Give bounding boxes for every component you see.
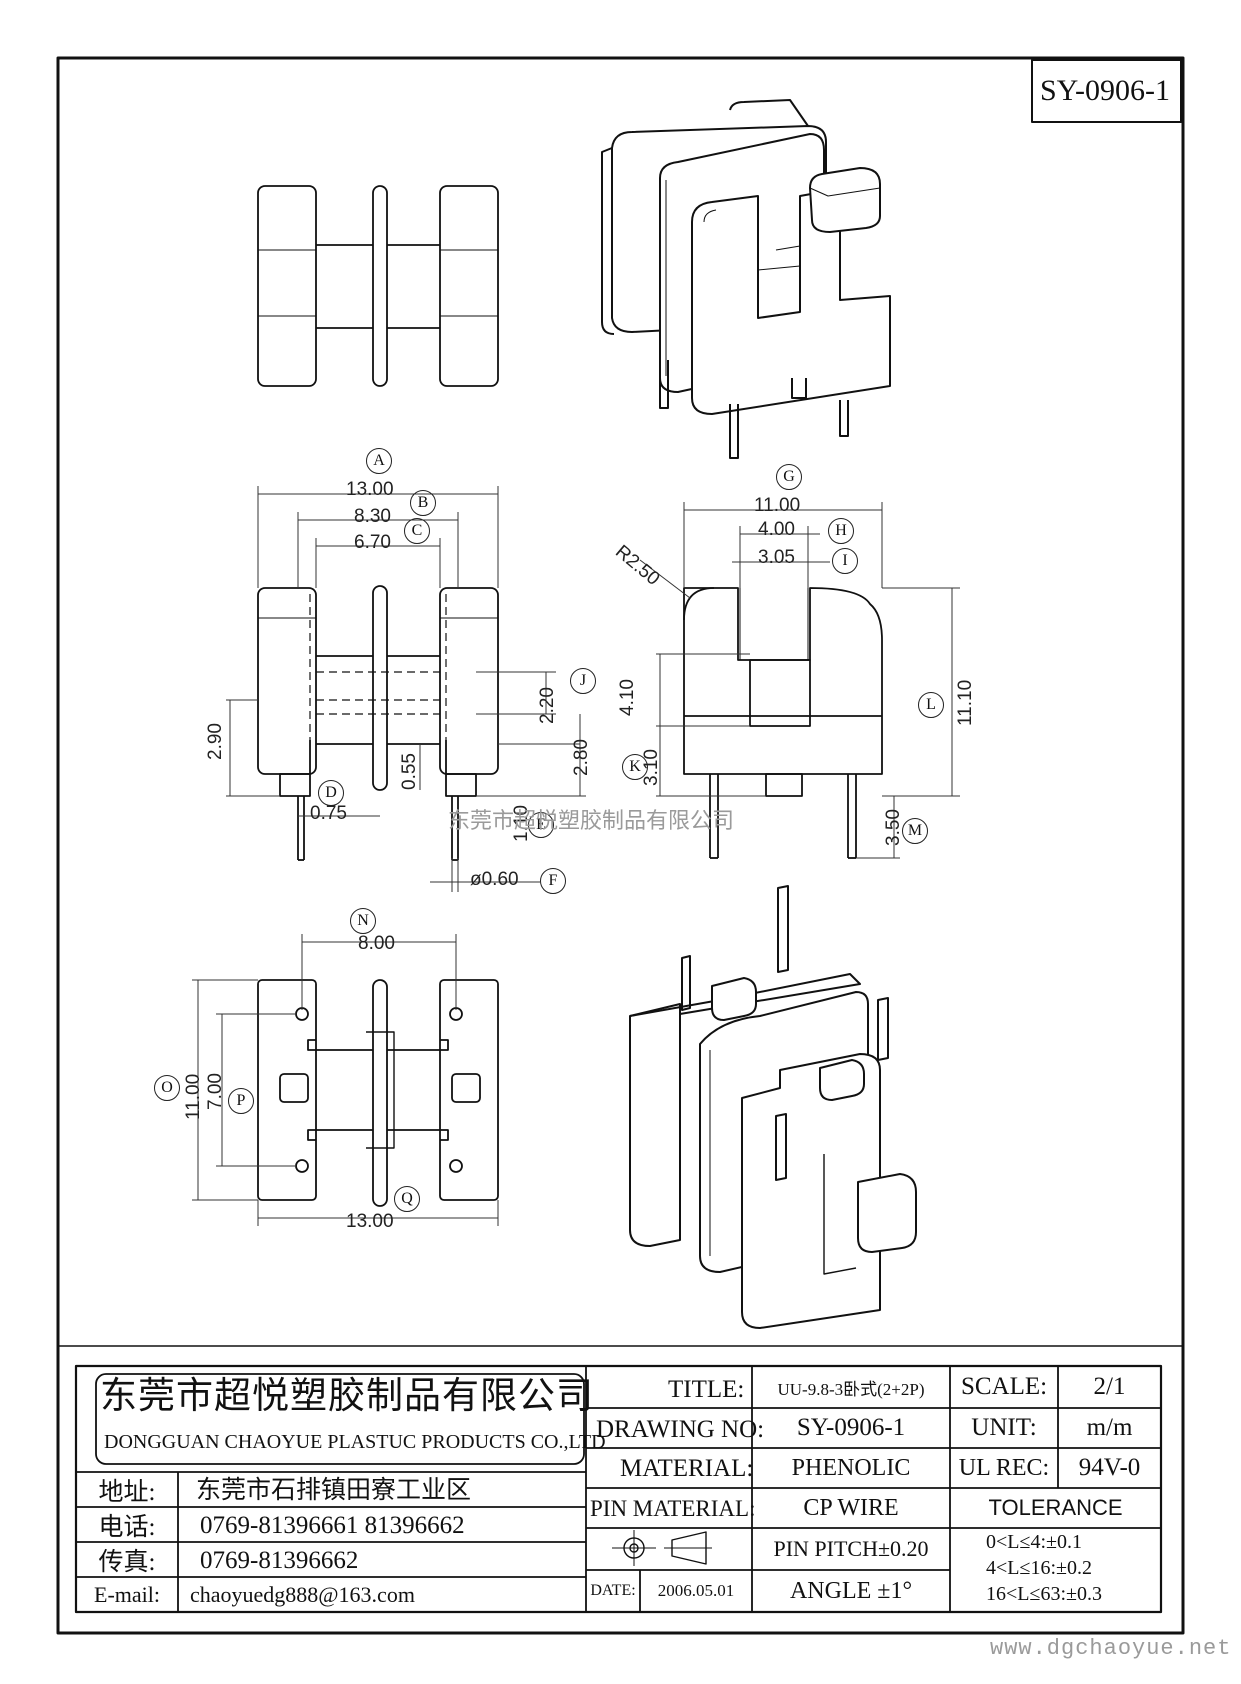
email-value: chaoyuedg888@163.com: [190, 1582, 415, 1607]
title-value: UU-9.8-3卧式(2+2P): [777, 1379, 925, 1399]
dim-value-o: 11.00: [183, 1073, 204, 1120]
email-label: E-mail:: [94, 1581, 160, 1607]
dim-letter-m: M: [902, 818, 928, 844]
ul-rec-value: 94V-0: [1078, 1454, 1141, 1481]
ul-rec-label: UL REC:: [958, 1454, 1050, 1481]
dim-letter-d: D: [318, 780, 344, 806]
phone-value: 0769-81396661 81396662: [200, 1512, 465, 1539]
dim-value-f: ø0.60: [470, 869, 519, 890]
dim-value-d: 0.75: [310, 803, 347, 824]
tolerance-line-1: 0<L≤4:±0.1: [986, 1531, 1083, 1553]
address-label: 地址:: [98, 1478, 156, 1506]
dim-value-a: 13.00: [346, 479, 394, 500]
drawing-no-label: DRAWING NO:: [596, 1416, 765, 1443]
dim-value-290: 2.90: [205, 723, 226, 760]
scale-label: SCALE:: [960, 1373, 1048, 1400]
pin-material-value: CP WIRE: [803, 1494, 899, 1521]
dim-value-p: 7.00: [205, 1073, 226, 1110]
pin-material-label: PIN MATERIAL:: [590, 1496, 756, 1521]
watermark-footer: www.dgchaoyue.net: [990, 1636, 1232, 1661]
dim-letter-b: B: [410, 490, 436, 516]
dim-letter-f: F: [540, 868, 566, 894]
dim-letter-j: J: [570, 668, 596, 694]
title-block: [74, 1364, 1163, 1614]
dim-value-j: 2.20: [537, 687, 558, 724]
iso-view-top: [601, 99, 891, 459]
dim-letter-o: O: [154, 1075, 180, 1101]
bottom-view-dimensioned: [192, 934, 499, 1226]
dim-letter-p: P: [228, 1088, 254, 1114]
tolerance-line-3: 16<L≤63:±0.3: [986, 1583, 1103, 1605]
unit-value: m/m: [1086, 1414, 1133, 1441]
dim-letter-k: K: [622, 754, 648, 780]
unit-label: UNIT:: [971, 1414, 1037, 1441]
dim-letter-a: A: [366, 448, 392, 474]
dim-value-l: 11.10: [955, 679, 976, 726]
dim-value-h: 4.00: [758, 519, 795, 540]
fax-label: 传真:: [98, 1548, 156, 1576]
dim-value-g: 11.00: [754, 495, 801, 516]
dim-letter-n: N: [350, 908, 376, 934]
dim-value-280: 2.80: [571, 739, 592, 776]
fax-value: 0769-81396662: [200, 1547, 359, 1574]
title-label: TITLE:: [668, 1376, 745, 1403]
dim-letter-q: Q: [394, 1186, 420, 1212]
dim-letter-c: C: [404, 518, 430, 544]
material-value: PHENOLIC: [791, 1454, 911, 1481]
dim-letter-g: G: [776, 464, 802, 490]
dim-letter-i: I: [832, 548, 858, 574]
dim-value-q: 13.00: [346, 1211, 394, 1232]
drawing-code: SY-0906-1: [1040, 74, 1171, 107]
outer-frame: [56, 56, 1185, 1635]
date-label: DATE:: [590, 1582, 636, 1599]
dim-value-m: 3.50: [883, 809, 904, 846]
scale-value: 2/1: [1093, 1373, 1126, 1400]
pin-pitch: PIN PITCH±0.20: [773, 1536, 929, 1561]
address-value: 东莞市石排镇田寮工业区: [196, 1477, 472, 1504]
tolerance-line-2: 4<L≤16:±0.2: [986, 1557, 1093, 1579]
side-view-top: [257, 185, 499, 387]
end-view-dimensioned: [639, 502, 960, 859]
material-label: MATERIAL:: [620, 1455, 754, 1482]
dim-value-055: 0.55: [399, 753, 420, 790]
company-name-cn: 东莞市超悦塑胶制品有限公司: [100, 1376, 594, 1417]
drawing-code-box: [1031, 59, 1182, 123]
dim-value-i: 3.05: [758, 547, 795, 568]
dim-value-b: 8.30: [354, 506, 391, 527]
watermark-center: 东莞市超悦塑胶制品有限公司: [448, 808, 735, 833]
angle-tolerance: ANGLE ±1°: [789, 1577, 913, 1604]
dim-value-n: 8.00: [358, 933, 395, 954]
front-view-dimensioned: [226, 486, 586, 892]
dim-letter-l: L: [918, 692, 944, 718]
drawing-no-value: SY-0906-1: [796, 1414, 906, 1441]
dim-value-c: 6.70: [354, 532, 391, 553]
tolerance-label: TOLERANCE: [988, 1495, 1123, 1520]
dim-value-410: 4.10: [617, 679, 638, 716]
dim-letter-e: E: [528, 812, 554, 838]
phone-label: 电话:: [98, 1513, 156, 1541]
dim-letter-h: H: [828, 518, 854, 544]
company-name-en: DONGGUAN CHAOYUE PLASTUC PRODUCTS CO.,LT…: [104, 1431, 606, 1453]
date-value: 2006.05.01: [657, 1581, 735, 1600]
iso-view-bottom: [629, 885, 917, 1329]
